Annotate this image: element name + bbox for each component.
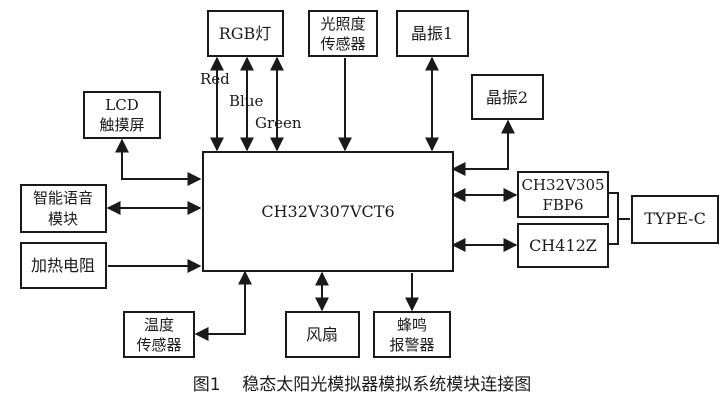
- crystal2-label: 晶振2: [486, 88, 528, 107]
- lcd-label-1: LCD: [105, 96, 138, 114]
- typec-label: TYPE-C: [644, 209, 706, 228]
- connections: [106, 56, 630, 341]
- blue-line-label: Blue: [229, 92, 263, 110]
- red-line-label: Red: [200, 70, 230, 88]
- typec-block: TYPE-C: [631, 195, 719, 244]
- lcd-block: LCD 触摸屏: [83, 91, 161, 139]
- voice-label-1: 智能语音: [33, 189, 93, 207]
- rgb-block: RGB灯: [207, 10, 284, 57]
- lcd-label-2: 触摸屏: [99, 116, 144, 134]
- crystal2-block: 晶振2: [471, 74, 544, 120]
- temp-sensor-label-2: 传感器: [136, 336, 181, 354]
- fan-block: 风扇: [285, 311, 360, 358]
- ch32v305-label-1: CH32V305: [521, 176, 604, 194]
- crystal1-label: 晶振1: [411, 24, 453, 43]
- figure-caption: 图1 稳态太阳光模拟器模拟系统模块连接图: [193, 375, 531, 395]
- ch412-typec-link: [608, 219, 619, 245]
- light-sensor-label-2: 传感器: [320, 35, 365, 53]
- ch32v305-typec-link: [608, 192, 630, 220]
- temp-sensor-label-1: 温度: [144, 316, 174, 334]
- voice-label-2: 模块: [48, 210, 78, 228]
- heater-label: 加热电阻: [31, 256, 95, 275]
- light-sensor-label-1: 光照度: [320, 15, 365, 33]
- green-line-label: Green: [255, 114, 302, 132]
- heater-block: 加热电阻: [20, 242, 107, 289]
- ch32v305-block: CH32V305 FBP6: [517, 171, 609, 218]
- crystal2-link: [451, 119, 515, 176]
- mcu-block: CH32V307VCT6: [202, 151, 454, 272]
- buzzer-block: 蜂鸣 报警器: [373, 311, 451, 358]
- light-sensor-block: 光照度 传感器: [308, 10, 378, 57]
- voice-block: 智能语音 模块: [20, 184, 107, 233]
- fan-label: 风扇: [306, 325, 338, 344]
- buzzer-label-1: 蜂鸣: [397, 316, 427, 334]
- ch32v305-label-2: FBP6: [542, 196, 583, 214]
- buzzer-label-2: 报警器: [389, 336, 434, 354]
- crystal1-block: 晶振1: [396, 10, 469, 57]
- ch412-label: CH412Z: [529, 236, 597, 255]
- mcu-label: CH32V307VCT6: [261, 202, 394, 221]
- rgb-label: RGB灯: [219, 24, 272, 43]
- temp-sensor-link: [194, 270, 252, 341]
- ch412-block: CH412Z: [517, 223, 609, 268]
- temp-sensor-block: 温度 传感器: [123, 311, 195, 358]
- lcd-link: [115, 138, 202, 186]
